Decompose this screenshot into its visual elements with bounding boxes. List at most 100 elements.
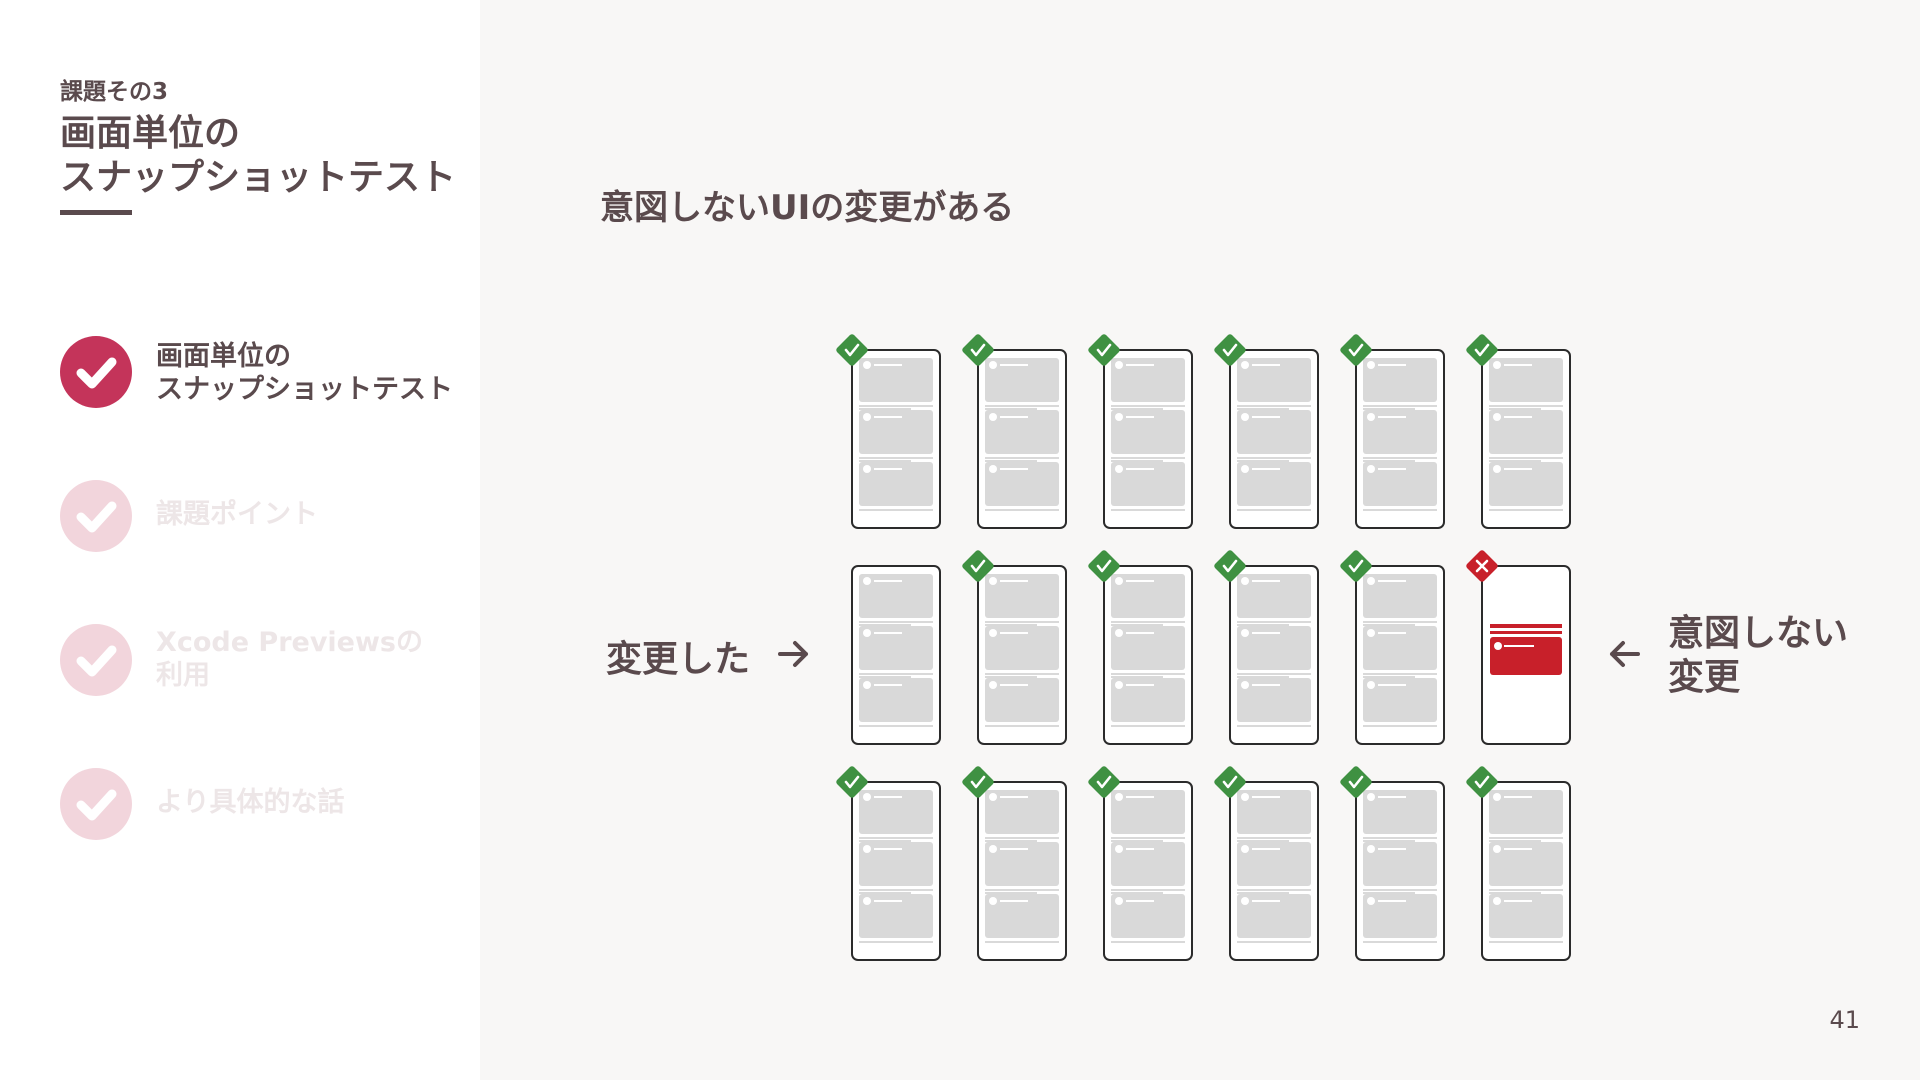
content-line [1237, 941, 1311, 943]
content-line [1489, 837, 1563, 839]
content-line [1489, 408, 1541, 410]
check-mark [970, 775, 986, 789]
phone-snapshot [1481, 565, 1571, 745]
content-line [1111, 460, 1163, 462]
content-card [1489, 358, 1563, 402]
content-dot [1367, 413, 1375, 421]
content-line [1111, 889, 1185, 891]
content-line [1252, 900, 1280, 902]
content-line [1252, 468, 1280, 470]
content-line [985, 624, 1037, 626]
content-line [985, 408, 1037, 410]
content-line [1237, 457, 1311, 459]
content-card [859, 894, 933, 938]
content-dot [1367, 361, 1375, 369]
phone-snapshot [1229, 565, 1319, 745]
phone-snapshot [1103, 349, 1193, 529]
content-card [859, 410, 933, 454]
content-dot [1241, 465, 1249, 473]
content-dot [1367, 465, 1375, 473]
content-dot [1115, 681, 1123, 689]
toc-item-label-line-2: スナップショットテスト [156, 374, 453, 405]
content-dot [863, 577, 871, 585]
check-badge-icon [962, 334, 994, 366]
content-line [1489, 941, 1563, 943]
content-line [1237, 840, 1289, 842]
content-dot [1493, 413, 1501, 421]
content-line [985, 509, 1059, 511]
content-card [1490, 637, 1562, 675]
content-line [1237, 408, 1289, 410]
toc-item-label-line-1: 画面単位の [156, 341, 291, 372]
content-card [1363, 626, 1437, 670]
content-card [985, 678, 1059, 722]
content-line [1237, 509, 1311, 511]
content-dot [1115, 577, 1123, 585]
check-badge-icon [1088, 766, 1120, 798]
check-mark [844, 775, 860, 789]
content-line [1504, 796, 1532, 798]
content-dot [1115, 793, 1123, 801]
content-line [985, 892, 1037, 894]
content-card [985, 462, 1059, 506]
phone-snapshot [1103, 565, 1193, 745]
content-card [1363, 842, 1437, 886]
content-card [1489, 790, 1563, 834]
content-dot [863, 413, 871, 421]
check-badge-icon [1214, 334, 1246, 366]
content-line [985, 941, 1059, 943]
check-icon [60, 336, 132, 408]
content-line [1252, 684, 1280, 686]
content-line [1111, 624, 1163, 626]
content-card [1237, 842, 1311, 886]
content-line [1252, 632, 1280, 634]
content-dot [863, 361, 871, 369]
badge-diamond [962, 550, 994, 582]
content-line [874, 364, 902, 366]
toc-item-snapshot-test[interactable]: 画面単位の スナップショットテスト [60, 336, 460, 410]
content-card [1363, 410, 1437, 454]
content-card [985, 790, 1059, 834]
content-line [1363, 837, 1437, 839]
content-dot [1367, 845, 1375, 853]
content-line [874, 416, 902, 418]
content-line [985, 889, 1059, 891]
content-dot [863, 845, 871, 853]
content-card [859, 574, 933, 618]
content-line [1111, 457, 1185, 459]
check-mark [1096, 559, 1112, 573]
unintended-change-label-line-1: 意図しない [1668, 613, 1849, 654]
content-card [1237, 790, 1311, 834]
check-badge-icon [836, 334, 868, 366]
content-line [1000, 796, 1028, 798]
content-line [1126, 364, 1154, 366]
content-dot [1367, 793, 1375, 801]
content-line [1111, 673, 1185, 675]
content-dot [1115, 413, 1123, 421]
content-dot [1493, 897, 1501, 905]
content-line [874, 848, 902, 850]
toc-item-issue-points[interactable]: 課題ポイント [60, 480, 460, 554]
content-line [1363, 509, 1437, 511]
toc-item-xcode-previews[interactable]: Xcode Previewsの 利用 [60, 624, 460, 698]
content-line [1490, 624, 1562, 628]
content-line [1111, 837, 1185, 839]
content-dot [1115, 361, 1123, 369]
content-line [1363, 676, 1415, 678]
content-line [1363, 725, 1437, 727]
phone-snapshot [1355, 349, 1445, 529]
content-card [985, 894, 1059, 938]
content-line [859, 941, 933, 943]
toc-item-specific-talk[interactable]: より具体的な話 [60, 768, 460, 842]
check-mark [1348, 343, 1364, 357]
check-mark [1348, 775, 1364, 789]
content-dot [863, 465, 871, 473]
content-line [985, 840, 1037, 842]
content-line [1000, 416, 1028, 418]
content-line [859, 840, 911, 842]
content-line [859, 621, 933, 623]
cross-badge-icon [1466, 550, 1498, 582]
check-badge-icon [1214, 550, 1246, 582]
content-card [1111, 462, 1185, 506]
content-line [1237, 676, 1289, 678]
